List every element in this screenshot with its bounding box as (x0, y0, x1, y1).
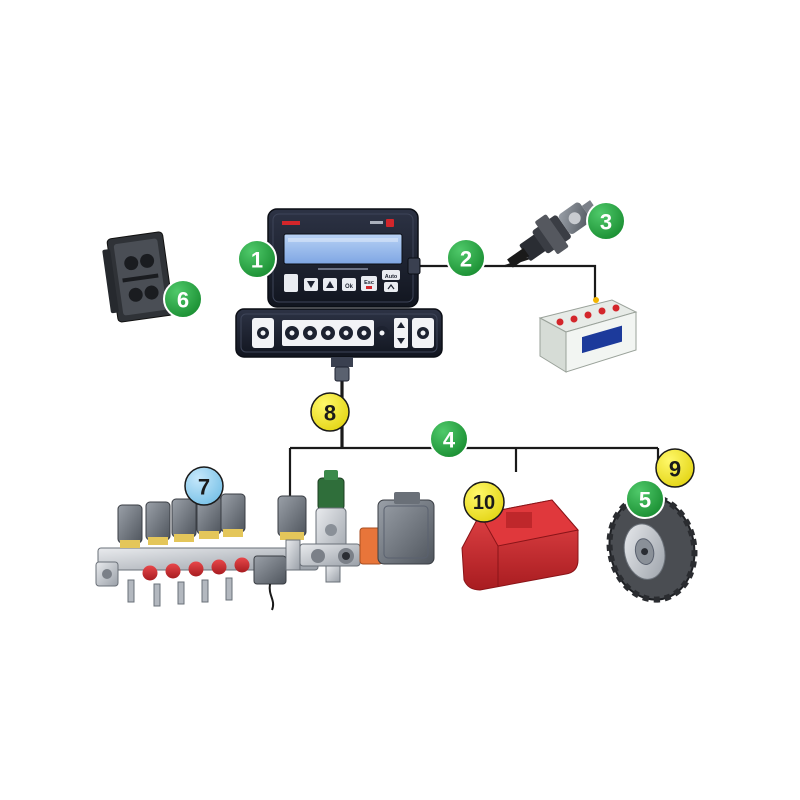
badge-5: 5 (625, 479, 665, 519)
key-auto-label: Auto (385, 274, 398, 280)
svg-text:3: 3 (600, 210, 612, 235)
svg-text:9: 9 (669, 457, 681, 482)
speed-sensor-icon (461, 499, 579, 591)
key-esc-label: Esc (364, 280, 374, 286)
badge-1: 1 (237, 239, 277, 279)
svg-text:5: 5 (639, 488, 651, 513)
switch-box-icon (235, 308, 443, 382)
valve-red-knobs (142, 557, 250, 581)
svg-text:10: 10 (473, 492, 495, 514)
badge-9: 9 (655, 448, 695, 488)
svg-text:4: 4 (443, 428, 456, 453)
badge-7: 7 (184, 466, 224, 506)
battery-icon (538, 297, 638, 373)
section-switches (282, 320, 389, 346)
key-ok-label: Ok (345, 284, 354, 290)
console-keys: Ok Esc Auto (284, 270, 400, 292)
mounting-bracket-icon (102, 231, 174, 323)
cable-to-battery (505, 264, 597, 300)
pressure-sensor-icon (507, 200, 597, 268)
badges: 1 2 3 4 9 5 6 7 (163, 201, 695, 523)
control-console-icon: Ok Esc Auto (267, 208, 421, 308)
svg-text:8: 8 (324, 401, 336, 426)
svg-text:1: 1 (251, 248, 263, 273)
badge-8: 8 (310, 392, 350, 432)
badge-10: 10 (463, 481, 505, 523)
svg-text:7: 7 (198, 475, 210, 500)
badge-4: 4 (429, 419, 469, 459)
svg-text:6: 6 (177, 288, 189, 313)
badge-3: 3 (586, 201, 626, 241)
wheel-icon (606, 493, 698, 603)
valve-group-icon (95, 470, 435, 611)
badge-2: 2 (446, 238, 486, 278)
svg-text:2: 2 (460, 247, 472, 272)
section-valves (117, 493, 246, 548)
badge-6: 6 (163, 279, 203, 319)
